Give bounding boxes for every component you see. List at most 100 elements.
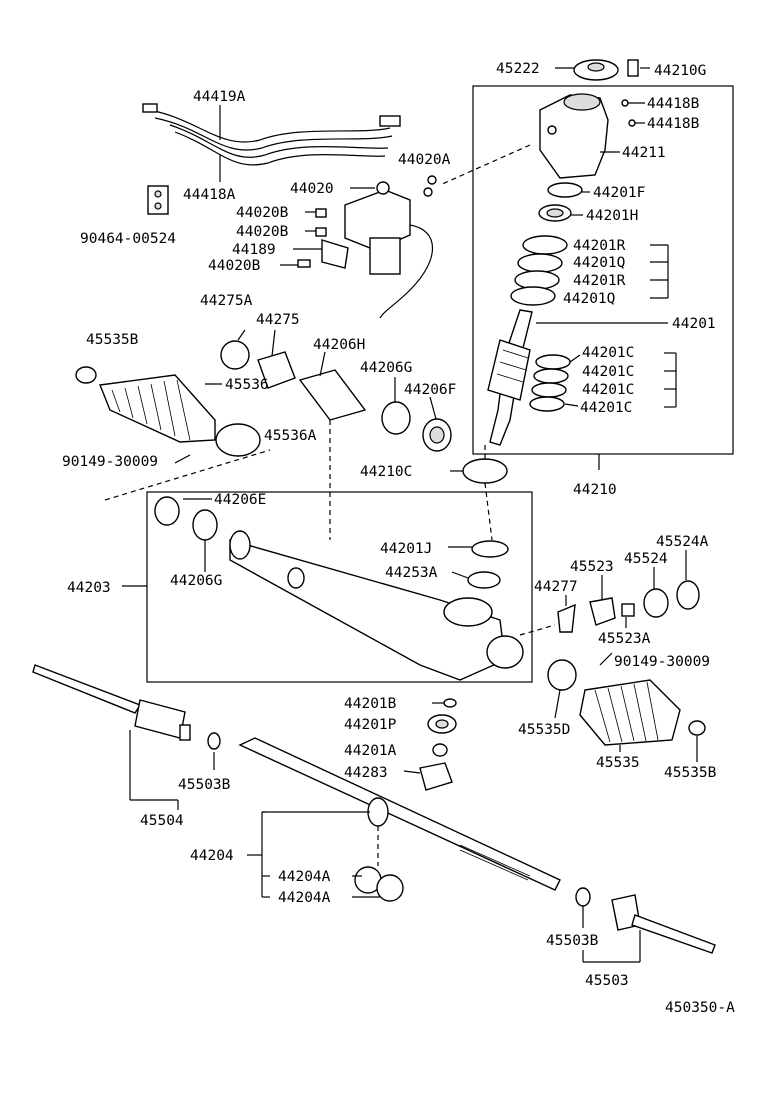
part-44206G-bearing <box>381 401 411 435</box>
label-45503: 45503 <box>585 973 629 989</box>
label-44201C-4: 44201C <box>580 400 632 416</box>
label-44201H: 44201H <box>586 208 638 224</box>
label-45503B-2: 45503B <box>546 933 599 949</box>
part-44201J-seal <box>471 540 509 558</box>
part-44275-bushing <box>257 351 296 389</box>
label-44418B-1: 44418B <box>647 96 700 112</box>
label-44277: 44277 <box>534 579 578 595</box>
valve-housing-group <box>439 59 734 484</box>
left-boot-group <box>75 329 452 501</box>
label-44206E: 44206E <box>214 492 266 508</box>
label-44020B-1: 44020B <box>236 205 289 221</box>
label-44201C-3: 44201C <box>582 382 634 398</box>
part-44201Q-ring <box>517 253 563 273</box>
label-45524: 45524 <box>624 551 668 567</box>
label-44201R-1: 44201R <box>573 238 626 254</box>
label-44210G: 44210G <box>654 63 706 79</box>
label-44201Q-1: 44201Q <box>573 255 625 271</box>
part-44283-plug <box>419 762 453 791</box>
part-44206G-bearing-2 <box>192 509 218 541</box>
part-44206H-sleeve <box>298 369 367 421</box>
part-90464-clamp <box>147 185 169 215</box>
part-44277-spacer <box>557 603 576 633</box>
label-45523: 45523 <box>570 559 614 575</box>
part-45504-tie-rod <box>32 664 142 714</box>
label-44253A: 44253A <box>385 565 438 581</box>
label-90464-00524: 90464-00524 <box>80 231 176 247</box>
label-45523A: 45523A <box>598 631 651 647</box>
part-45535-boot <box>579 679 681 746</box>
pressure-tube-group <box>142 103 437 319</box>
label-44020: 44020 <box>290 181 334 197</box>
label-44203: 44203 <box>67 580 111 596</box>
rack-group <box>32 664 716 963</box>
part-45524-cap <box>643 588 669 618</box>
label-45535D: 45535D <box>518 722 570 738</box>
label-44201B: 44201B <box>344 696 397 712</box>
part-45536A-clamp <box>215 423 261 457</box>
label-44201C-2: 44201C <box>582 364 634 380</box>
part-45523A-nut <box>621 603 635 617</box>
part-44189-bracket <box>321 239 349 269</box>
label-44206G-2: 44206G <box>170 573 222 589</box>
label-44418A: 44418A <box>183 187 236 203</box>
part-44020B-bolt <box>315 208 327 218</box>
part-45523-plug <box>589 597 616 626</box>
label-90149-30009-2: 90149-30009 <box>614 654 710 670</box>
label-44206H: 44206H <box>313 337 365 353</box>
part-44419A-tube <box>149 109 391 143</box>
part-44204-rack <box>238 737 561 891</box>
label-44201: 44201 <box>672 316 716 332</box>
rack-housing-group <box>122 420 556 683</box>
part-44201R-ring <box>522 235 568 255</box>
part-44210C-gasket <box>462 458 508 484</box>
part-44206E-seal <box>154 496 180 526</box>
label-44201F: 44201F <box>593 185 645 201</box>
part-45535B-clamp-2 <box>688 720 706 736</box>
label-44206F: 44206F <box>404 382 456 398</box>
part-45535B-clamp <box>75 366 97 384</box>
part-45535D-clamp <box>547 659 577 691</box>
label-44419A: 44419A <box>193 89 246 105</box>
part-44201F-seal <box>547 182 583 198</box>
part-44275A-snap-ring <box>220 340 250 370</box>
label-45504: 45504 <box>140 813 184 829</box>
part-44201A-nut <box>432 743 448 757</box>
label-44206G-1: 44206G <box>360 360 412 376</box>
label-44201J: 44201J <box>380 541 432 557</box>
part-labels: 45222 44210G 44418B 44418B 44211 44201F … <box>62 61 735 1016</box>
part-45524A-seal <box>676 580 700 610</box>
part-45503B-washer-2 <box>575 887 591 907</box>
label-45536: 45536 <box>225 377 269 393</box>
label-44189: 44189 <box>232 242 276 258</box>
yoke-group <box>547 550 706 762</box>
label-44201R-2: 44201R <box>573 273 626 289</box>
label-90149-30009-1: 90149-30009 <box>62 454 158 470</box>
label-44204A-2: 44204A <box>278 890 331 906</box>
part-44253A-bearing <box>467 571 501 589</box>
label-45524A: 45524A <box>656 534 709 550</box>
label-44201P: 44201P <box>344 717 397 733</box>
group-box-44210 <box>472 85 734 455</box>
label-44020B-3: 44020B <box>208 258 261 274</box>
label-44204: 44204 <box>190 848 234 864</box>
group-box-44203 <box>146 491 533 683</box>
label-44210: 44210 <box>573 482 617 498</box>
label-45536A: 45536A <box>264 428 317 444</box>
diagram-code: 450350-A <box>665 1000 735 1016</box>
part-45536-boot <box>99 374 216 443</box>
label-45535B-2: 45535B <box>664 765 717 781</box>
label-44204A-1: 44204A <box>278 869 331 885</box>
lower-small-parts-group <box>403 698 457 791</box>
label-45535B-1: 45535B <box>86 332 139 348</box>
label-44275A: 44275A <box>200 293 253 309</box>
label-45503B-1: 45503B <box>178 777 231 793</box>
part-44201C-ring <box>535 354 571 370</box>
label-44418B-2: 44418B <box>647 116 700 132</box>
label-44020B-2: 44020B <box>236 224 289 240</box>
label-44210C: 44210C <box>360 464 412 480</box>
part-44201B-screw <box>443 698 457 708</box>
label-44283: 44283 <box>344 765 388 781</box>
label-45535: 45535 <box>596 755 640 771</box>
